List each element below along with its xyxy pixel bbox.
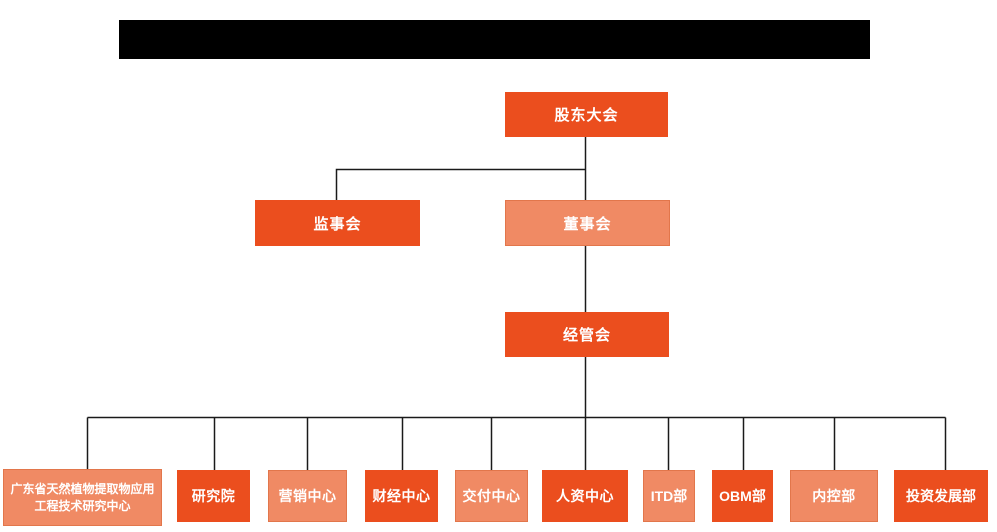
org-node-finance-center: 财经中心 [365, 470, 438, 522]
org-node-research-institute: 研究院 [177, 470, 250, 522]
title-redaction-bar [119, 20, 870, 59]
connector-line [335, 168, 586, 200]
org-node-internal-control-dept: 内控部 [790, 470, 878, 522]
org-node-management-committee: 经管会 [505, 312, 669, 357]
org-node-delivery-center: 交付中心 [455, 470, 528, 522]
org-node-investment-development-dept: 投资发展部 [894, 470, 988, 522]
org-node-marketing-center: 营销中心 [268, 470, 347, 522]
org-node-itd-department: ITD部 [643, 470, 695, 522]
org-node-obm-department: OBM部 [712, 470, 773, 522]
org-node-board-of-directors: 董事会 [505, 200, 670, 246]
org-node-shareholders: 股东大会 [505, 92, 668, 137]
org-node-hr-center: 人资中心 [542, 470, 628, 522]
org-node-supervisory-board: 监事会 [255, 200, 420, 246]
org-node-research-center: 广东省天然植物提取物应用工程技术研究中心 [3, 469, 162, 526]
